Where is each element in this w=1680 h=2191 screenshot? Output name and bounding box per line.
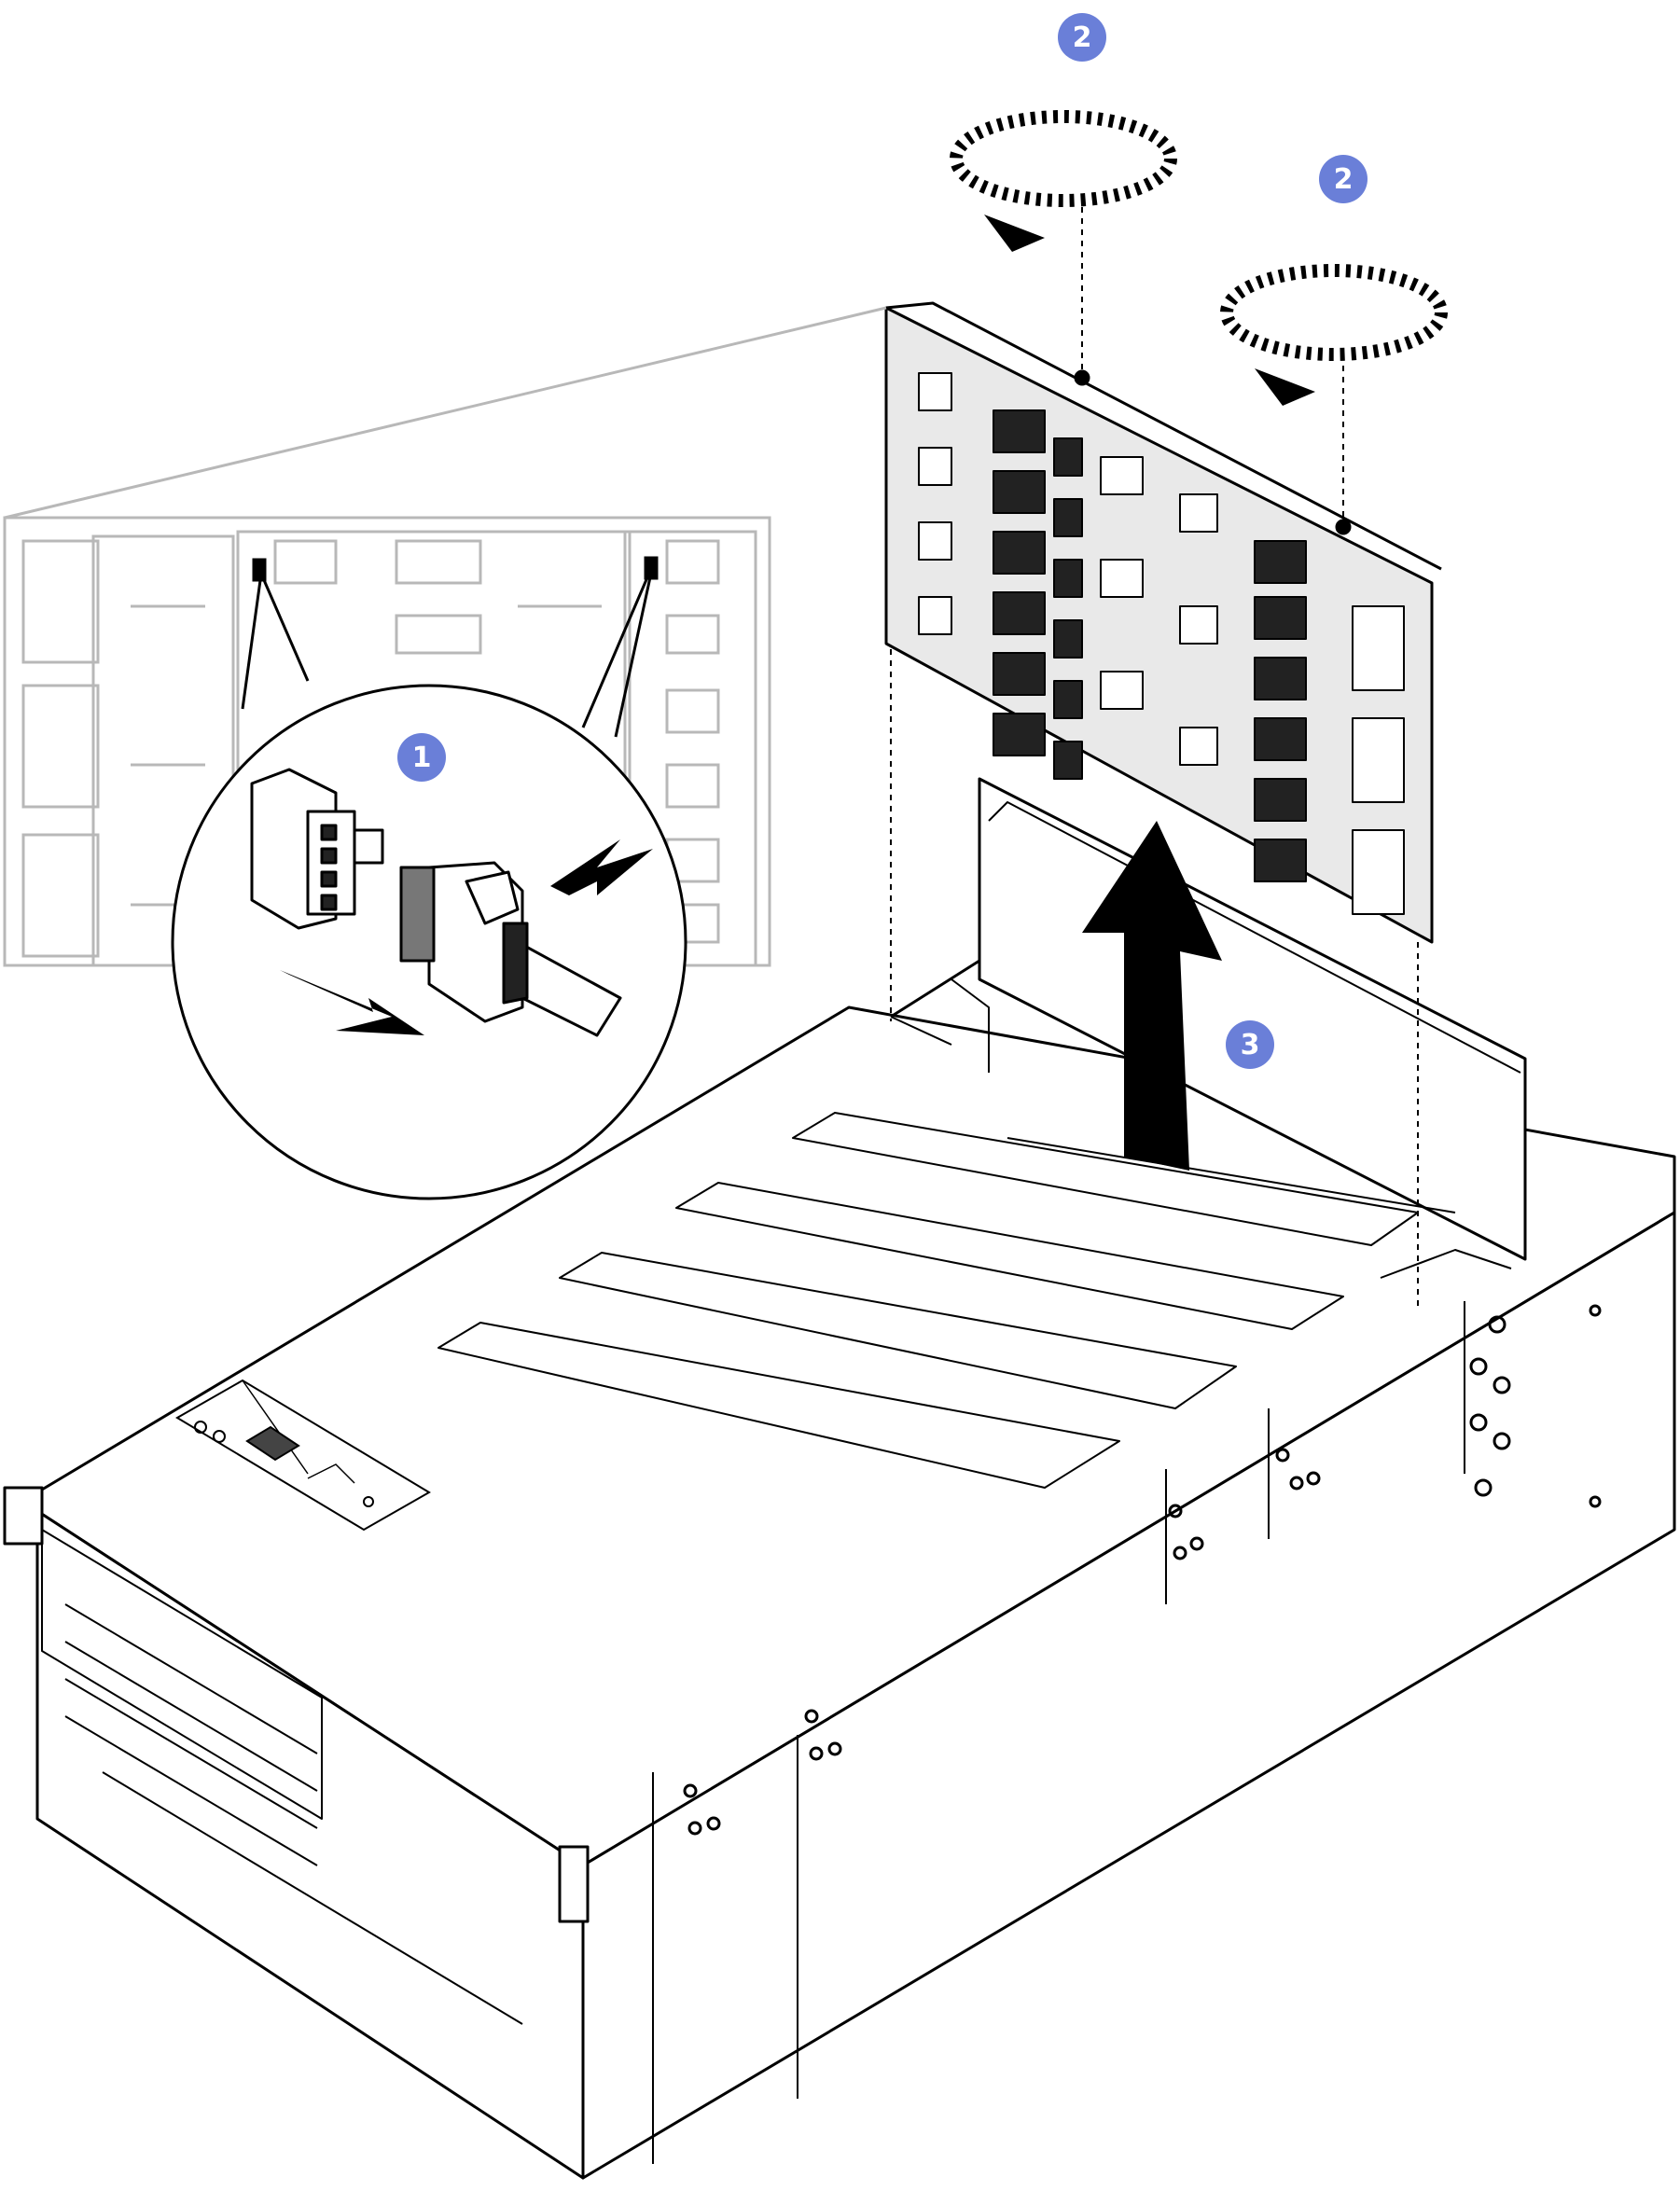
lift-arrow-icon [1082, 821, 1222, 1171]
step-badge-1: 1 [397, 733, 446, 782]
rotate-arrow-icon [1220, 264, 1448, 361]
push-arrow-icon [550, 839, 653, 895]
step-number: 3 [1241, 1029, 1260, 1061]
alignment-guides [890, 196, 1419, 1310]
callout-leaders [241, 556, 659, 738]
step-number: 2 [1334, 163, 1354, 196]
backplane-connectors [993, 409, 1307, 882]
rotate-arrow-icon [950, 110, 1177, 207]
backplane-cutouts [918, 372, 1405, 915]
connector-detail-circle [171, 684, 687, 1200]
power-cable-plug [399, 861, 622, 1037]
power-connector-socket [250, 768, 384, 930]
step-badge-2b: 2 [1319, 155, 1368, 203]
step-number: 1 [412, 742, 432, 774]
step-badge-3: 3 [1226, 1020, 1274, 1069]
server-chassis [3, 1005, 1676, 2180]
rotate-arrow-head-icon [984, 215, 1045, 252]
warning-label [175, 1379, 431, 1532]
step-badge-2a: 2 [1058, 13, 1106, 62]
pull-arrow-icon [280, 970, 424, 1035]
drive-backplane [884, 301, 1442, 944]
step-number: 2 [1073, 21, 1092, 54]
rotate-arrow-head-icon [1255, 368, 1315, 406]
